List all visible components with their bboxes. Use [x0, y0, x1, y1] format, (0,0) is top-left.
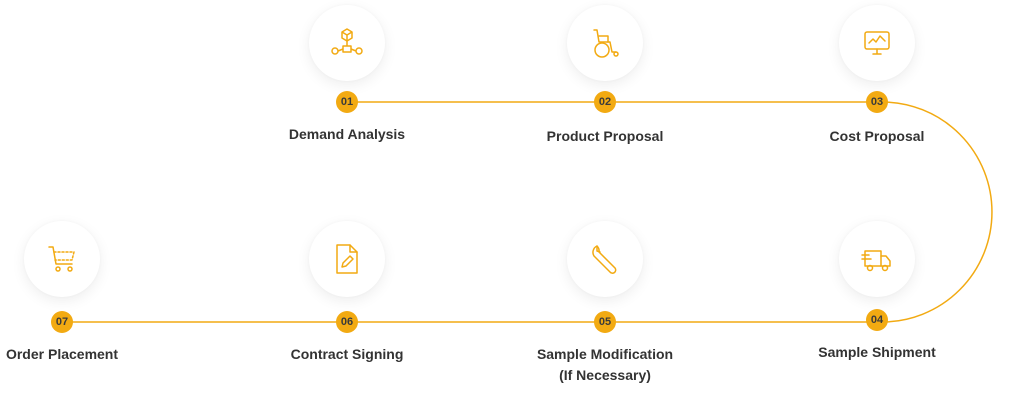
delivery-truck-icon — [861, 250, 891, 272]
step-1-icon-circle — [309, 5, 385, 81]
step-3-badge: 03 — [866, 91, 888, 113]
step-3-title: Cost Proposal — [829, 128, 925, 144]
step-3-icon-circle — [839, 5, 915, 81]
step-4-icon-circle — [839, 221, 915, 297]
document-pen-icon — [336, 244, 358, 274]
monitor-chart-icon — [864, 31, 890, 55]
step-2-badge: 02 — [594, 91, 616, 113]
step-5-badge: 05 — [594, 311, 616, 333]
step-6-title: Contract Signing — [290, 346, 404, 362]
step-6-label: Contract Signing — [237, 344, 457, 365]
step-5-title: Sample Modification — [536, 346, 674, 362]
wrench-icon — [592, 245, 617, 274]
step-4-badge: 04 — [866, 309, 888, 331]
network-cubes-icon — [331, 28, 363, 55]
step-2-label: Product Proposal — [495, 126, 715, 147]
step-5-label: Sample Modification (If Necessary) — [495, 344, 715, 386]
step-1-title: Demand Analysis — [288, 126, 406, 142]
step-1-badge: 01 — [336, 91, 358, 113]
step-2-title: Product Proposal — [546, 128, 664, 144]
step-7-icon-circle — [24, 221, 100, 297]
step-2-icon-circle — [567, 5, 643, 81]
step-7-label: Order Placement — [0, 344, 172, 365]
step-5-icon-circle — [567, 221, 643, 297]
step-3-label: Cost Proposal — [767, 126, 987, 147]
step-6-badge: 06 — [336, 311, 358, 333]
step-4-label: Sample Shipment — [767, 342, 987, 363]
shopping-cart-icon — [48, 246, 75, 272]
step-7-badge: 07 — [51, 311, 73, 333]
wheelchair-icon — [593, 29, 619, 58]
step-7-title: Order Placement — [5, 346, 119, 362]
step-6-icon-circle — [309, 221, 385, 297]
step-4-title: Sample Shipment — [818, 344, 936, 360]
step-1-label: Demand Analysis — [237, 124, 457, 145]
step-5-subtitle: (If Necessary) — [559, 367, 651, 383]
